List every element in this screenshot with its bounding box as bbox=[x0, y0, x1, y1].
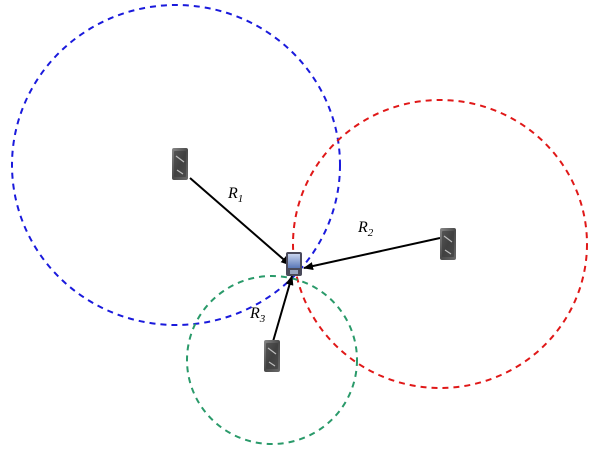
label-r2-sub: 2 bbox=[368, 227, 374, 239]
target-device-icon bbox=[286, 252, 302, 276]
distance-arrow-r1 bbox=[189, 177, 291, 266]
distance-arrow-r3 bbox=[271, 275, 294, 346]
label-r2: R2 bbox=[357, 219, 374, 239]
anchor-device-2-icon bbox=[440, 228, 456, 260]
anchor-device-3-icon bbox=[264, 340, 280, 372]
range-circle-2 bbox=[292, 99, 588, 389]
label-r2-main: R bbox=[357, 219, 368, 236]
distance-arrow-r2 bbox=[303, 237, 441, 270]
range-circle-3 bbox=[186, 275, 358, 445]
label-r1: R1 bbox=[227, 185, 243, 205]
label-r3: R3 bbox=[249, 305, 266, 325]
label-r1-sub: 1 bbox=[238, 193, 244, 205]
range-circle-1 bbox=[11, 4, 341, 326]
label-r3-main: R bbox=[249, 305, 260, 322]
label-r3-sub: 3 bbox=[259, 313, 266, 325]
label-r1-main: R bbox=[227, 185, 238, 202]
anchor-device-1-icon bbox=[172, 148, 188, 180]
